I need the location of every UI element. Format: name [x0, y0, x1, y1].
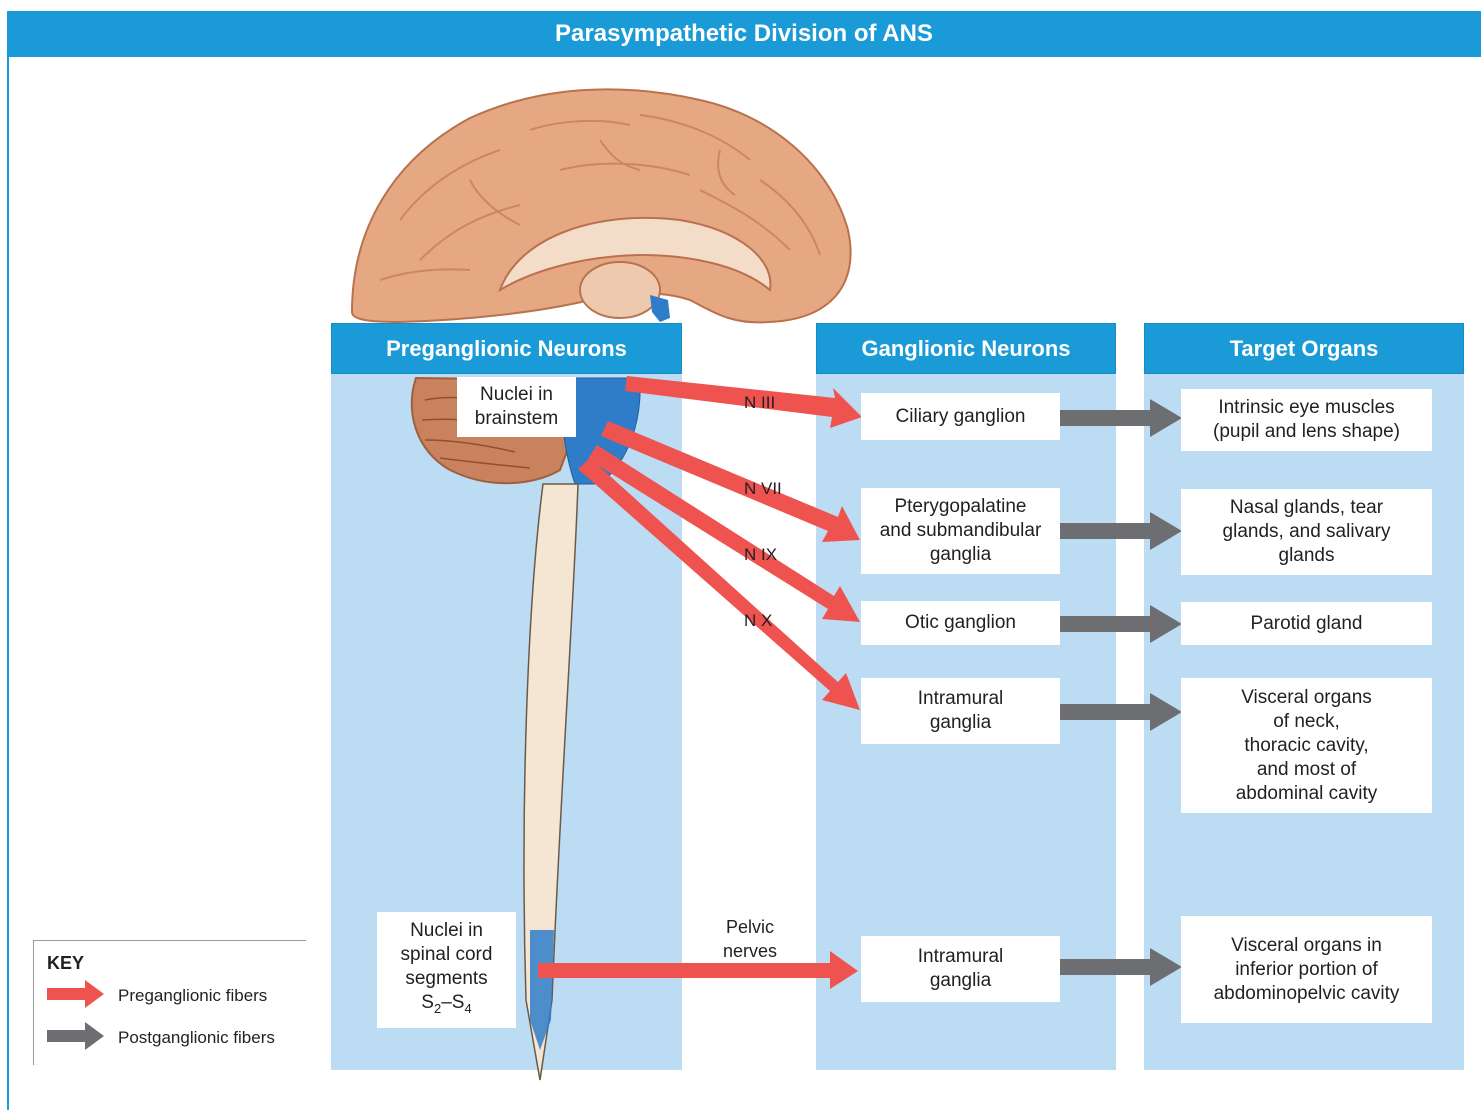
nerve-label-pelvic: Pelvic nerves	[722, 917, 778, 961]
postganglionic-arrows	[1060, 399, 1182, 986]
spinal-nuclei-box: Nuclei in spinal cord segments S2–S4	[377, 912, 516, 1028]
arrow-n9	[588, 445, 860, 622]
brainstem-blue-upper	[650, 295, 670, 322]
target-glands-box: Nasal glands, tear glands, and salivary …	[1181, 489, 1432, 575]
nerve-label-n9: N IX	[744, 545, 778, 564]
spinal-line-3: segments	[405, 968, 488, 990]
preganglionic-arrows	[538, 376, 862, 989]
target-parotid-box: Parotid gland	[1181, 602, 1432, 645]
target-eye-muscles-box: Intrinsic eye muscles (pupil and lens sh…	[1181, 389, 1432, 451]
key-pre-arrow-icon	[47, 980, 104, 1008]
key-arrows	[47, 980, 104, 1050]
arrow-post-3	[1060, 605, 1182, 643]
key-postganglionic-label: Postganglionic fibers	[118, 1028, 275, 1047]
key-title: KEY	[47, 953, 85, 973]
spinal-line-1: Nuclei in	[410, 920, 483, 942]
nerve-label-n7: N VII	[744, 479, 782, 498]
gyri-pattern	[379, 114, 821, 281]
target-visceral-lower-box: Visceral organs in inferior portion of a…	[1181, 916, 1432, 1023]
arrow-post-4	[1060, 693, 1182, 731]
legend-key: KEY Preganglionic fibers Postganglionic …	[33, 940, 306, 1065]
spinal-line-2: spinal cord	[400, 944, 493, 966]
ciliary-ganglion-box: Ciliary ganglion	[861, 393, 1060, 440]
sacral-segment-blue	[530, 930, 554, 1050]
target-visceral-upper-box: Visceral organs of neck, thoracic cavity…	[1181, 678, 1432, 813]
corpus-callosum	[498, 216, 772, 293]
column-header-preganglionic: Preganglionic Neurons	[331, 323, 682, 374]
column-header-ganglionic: Ganglionic Neurons	[816, 323, 1116, 374]
intramural-ganglia-upper-box: Intramural ganglia	[861, 678, 1060, 744]
key-preganglionic-label: Preganglionic fibers	[118, 986, 268, 1005]
figure-title: Parasympathetic Division of ANS	[7, 11, 1481, 57]
brainstem-nuclei-box: Nuclei in brainstem	[457, 377, 576, 437]
column-header-target: Target Organs	[1144, 323, 1464, 374]
key-post-arrow-icon	[47, 1022, 104, 1050]
arrow-post-5	[1060, 948, 1182, 986]
arrow-pelvic	[538, 951, 858, 989]
arrow-n3	[625, 376, 862, 428]
nerve-label-n10: N X	[744, 611, 773, 630]
figure-frame	[7, 11, 1481, 1110]
thalamus	[579, 261, 661, 319]
arrow-post-2	[1060, 512, 1182, 550]
nerve-label-n3: N III	[744, 393, 776, 412]
intramural-ganglia-lower-box: Intramural ganglia	[861, 936, 1060, 1002]
arrow-n10	[578, 458, 860, 710]
pterygopalatine-ganglia-box: Pterygopalatine and submandibular gangli…	[861, 488, 1060, 574]
arrow-post-1	[1060, 399, 1182, 437]
otic-ganglion-box: Otic ganglion	[861, 601, 1060, 645]
spinal-segment-range: S2–S4	[421, 992, 472, 1016]
arrow-n7	[601, 421, 860, 542]
